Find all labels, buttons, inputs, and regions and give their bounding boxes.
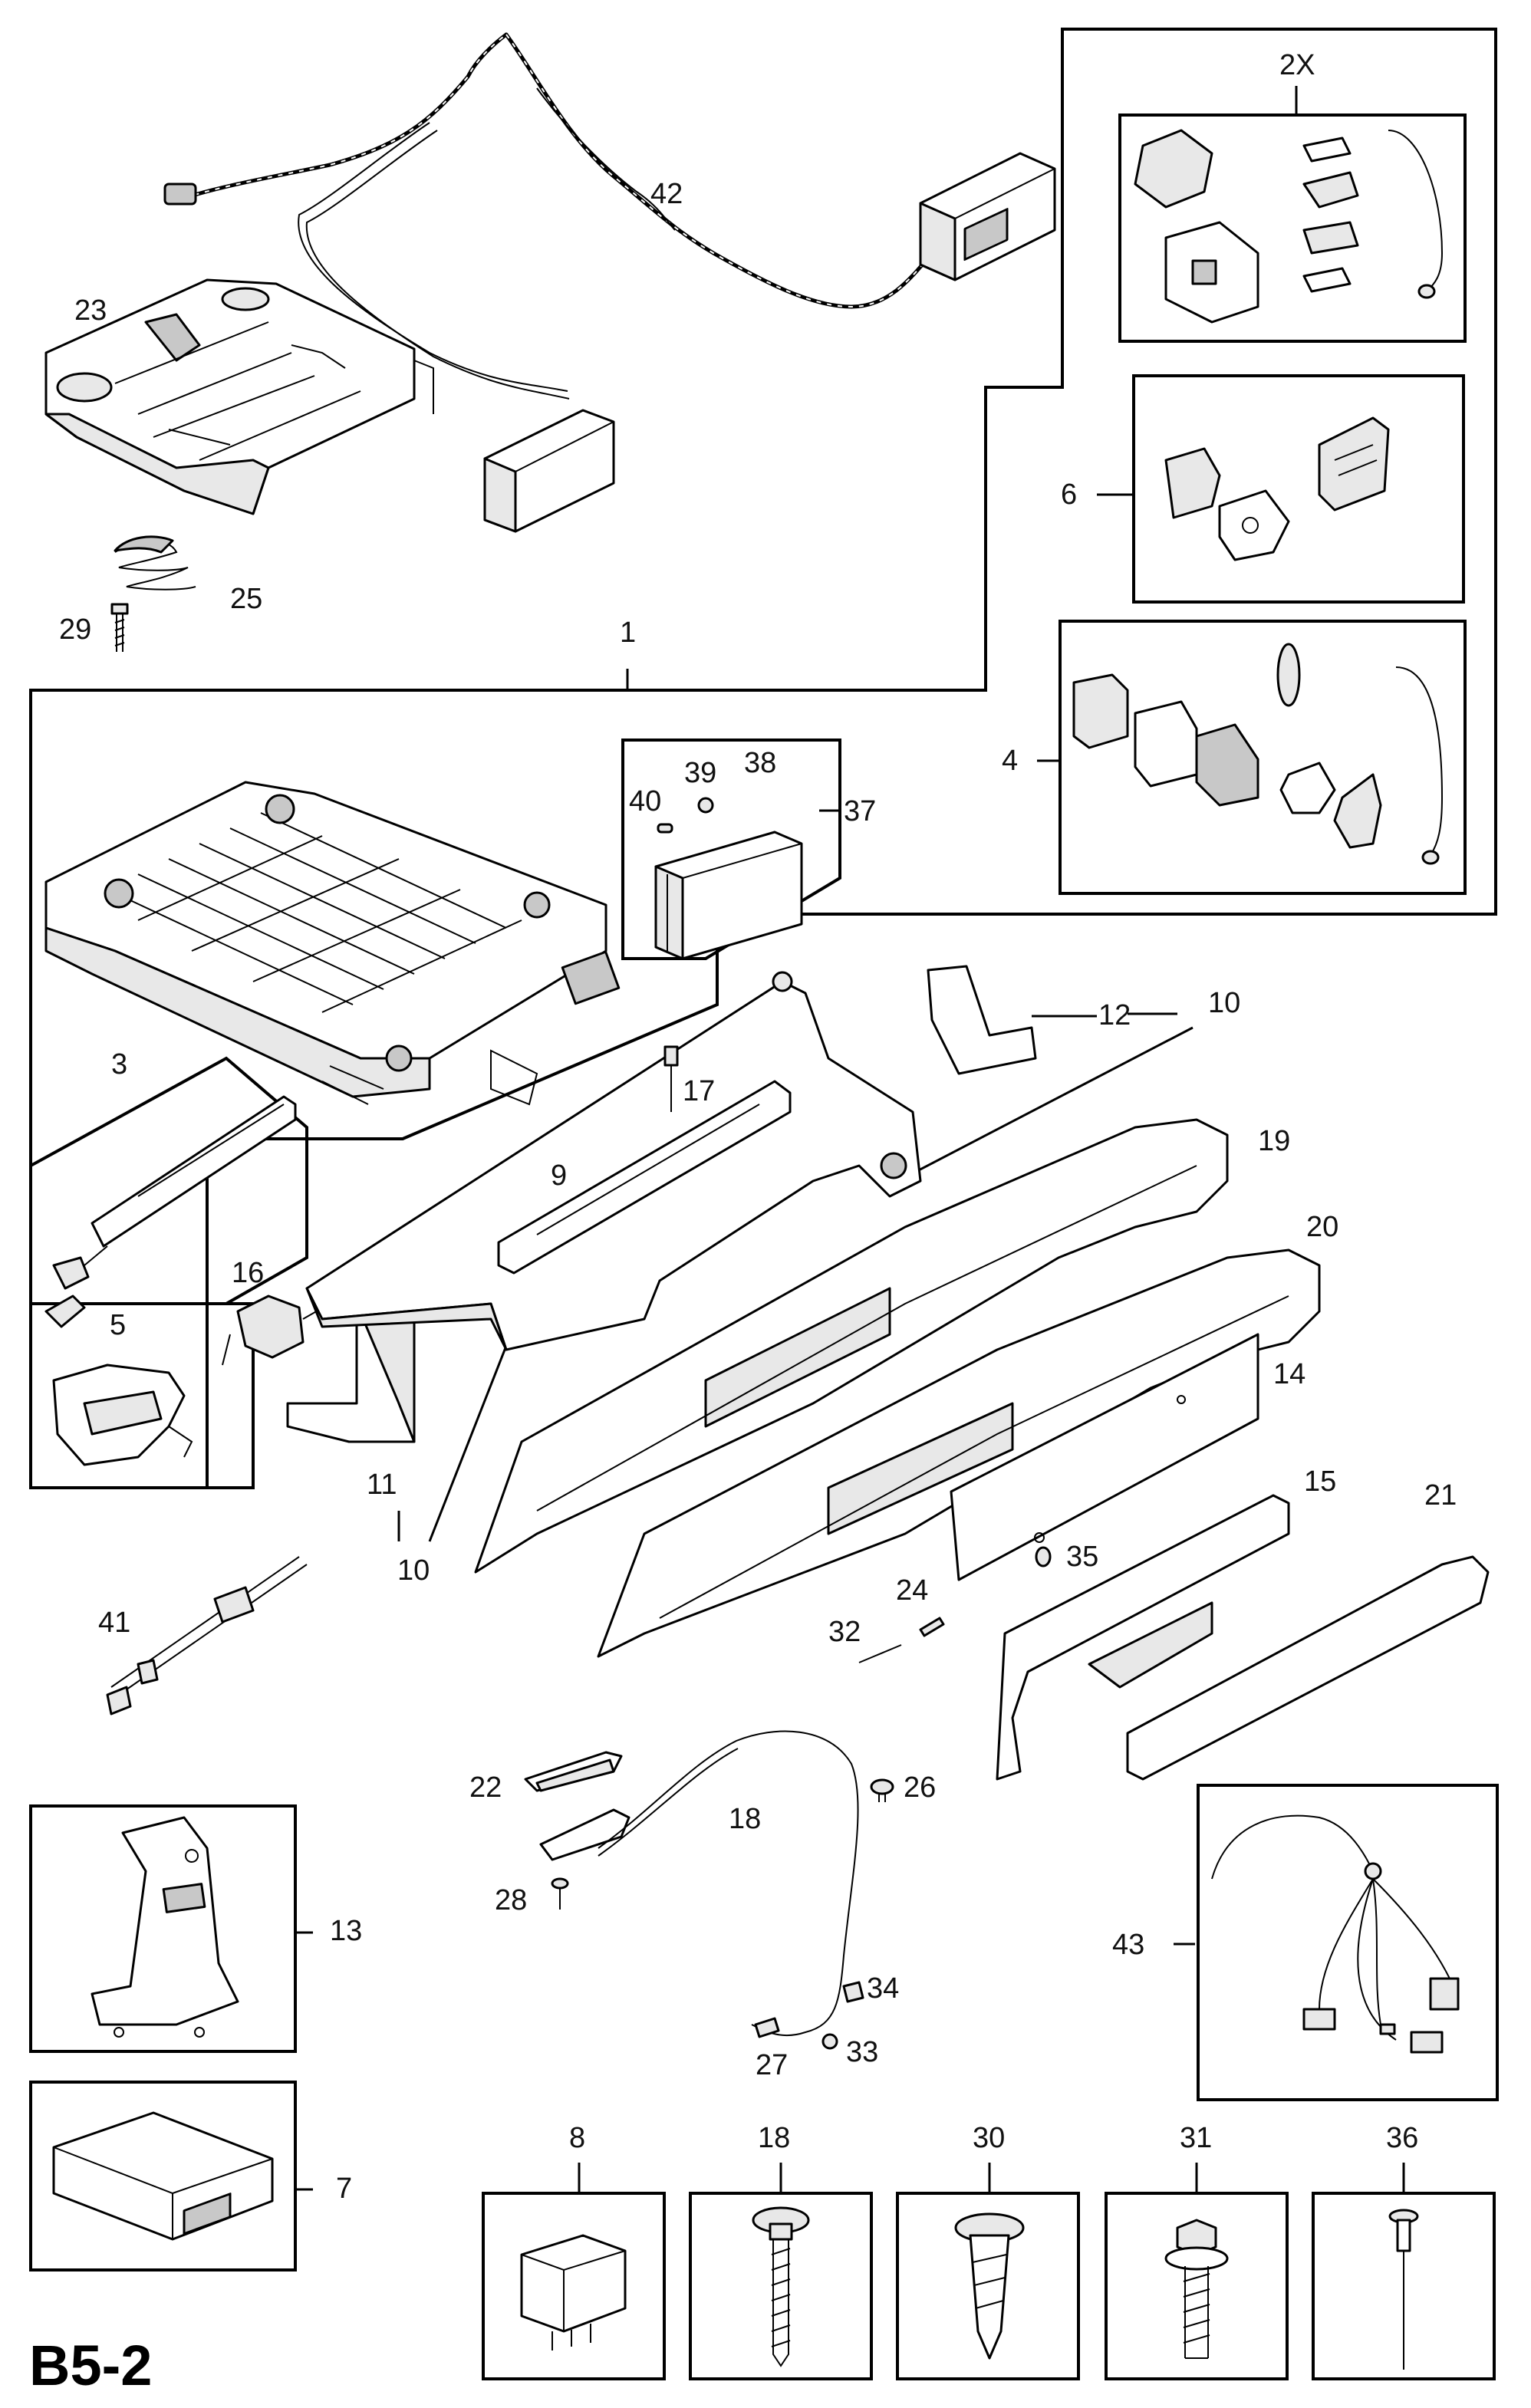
callout-11: 11 — [367, 1469, 397, 1501]
callout-4: 4 — [1002, 745, 1018, 777]
part-6-brackets — [1164, 416, 1390, 561]
part-19-side-cover — [474, 1118, 1229, 1574]
part-20-side-cover — [597, 1248, 1321, 1658]
callout-19: 19 — [1258, 1125, 1290, 1157]
part-17-stud — [663, 1045, 679, 1112]
callout-43: 43 — [1112, 1929, 1144, 1961]
callout-16: 16 — [232, 1257, 264, 1289]
part-25-spring — [114, 535, 196, 590]
part-22-handle — [524, 1751, 623, 1792]
part-43-harness — [1211, 1814, 1460, 2054]
part-27-end — [754, 2017, 780, 2038]
box-2x — [1118, 113, 1467, 343]
callout-21: 21 — [1424, 1479, 1457, 1512]
callout-29: 29 — [59, 614, 91, 646]
callout-3: 3 — [111, 1048, 127, 1081]
callout-39: 39 — [684, 757, 716, 789]
part-29-bolt — [110, 603, 129, 652]
part-30-screw — [954, 2212, 1025, 2360]
callout-13: 13 — [330, 1915, 362, 1947]
callout-17: 17 — [683, 1075, 715, 1107]
part-18-cable — [539, 1730, 859, 2037]
part-8-relay — [520, 2234, 627, 2350]
part-3-rail — [44, 1095, 297, 1328]
callout-14: 14 — [1273, 1358, 1305, 1390]
part-16-bracket — [222, 1294, 331, 1366]
callout-41: 41 — [98, 1607, 130, 1639]
part-24-pin — [919, 1617, 945, 1637]
callout-10a: 10 — [1208, 987, 1240, 1019]
box-4 — [1059, 620, 1467, 895]
box-5 — [29, 1302, 255, 1489]
part-42-wiring-harness — [163, 32, 1056, 533]
box-6 — [1132, 374, 1465, 604]
callout-18b: 18 — [758, 2122, 790, 2154]
callout-31: 31 — [1180, 2122, 1212, 2154]
callout-37: 37 — [844, 795, 876, 827]
part-23-seat-frame — [44, 278, 434, 515]
box-13 — [29, 1804, 297, 2053]
callout-36: 36 — [1386, 2122, 1418, 2154]
part-36-rivet — [1388, 2209, 1419, 2370]
callout-23: 23 — [74, 294, 107, 327]
part-1-seat-mechanism — [44, 781, 621, 1106]
part-35-nut — [1035, 1546, 1052, 1568]
callout-27: 27 — [756, 2049, 788, 2081]
part-2x-clips — [1134, 129, 1444, 324]
part-12-bracket — [927, 965, 1037, 1075]
part-26-clip — [870, 1778, 894, 1802]
callout-28: 28 — [495, 1884, 527, 1916]
callout-7: 7 — [336, 2173, 352, 2205]
callout-6: 6 — [1061, 479, 1077, 511]
callout-32: 32 — [828, 1616, 861, 1648]
part-28-screw — [551, 1877, 569, 1910]
part-21-trim — [1126, 1555, 1490, 1781]
part-9-rail — [497, 1080, 792, 1275]
callout-22: 22 — [469, 1771, 502, 1804]
part-4-assembly — [1072, 643, 1444, 865]
callout-40: 40 — [629, 785, 661, 817]
callout-labels: 2X 42 23 25 29 6 1 4 38 39 40 37 12 10 3… — [59, 49, 1457, 2205]
part-15-bracket — [996, 1494, 1290, 1781]
callout-9: 9 — [551, 1160, 567, 1192]
callout-8: 8 — [569, 2122, 585, 2154]
callout-34: 34 — [867, 1972, 899, 2005]
box-8 — [482, 2192, 666, 2380]
callout-18a: 18 — [729, 1803, 761, 1835]
page-code: B5-2 — [29, 2334, 152, 2397]
callout-33: 33 — [846, 2036, 878, 2068]
callout-25: 25 — [230, 583, 262, 615]
part-5-bracket — [52, 1364, 193, 1466]
callout-1: 1 — [620, 617, 636, 649]
callout-15: 15 — [1304, 1466, 1336, 1498]
box-7 — [29, 2081, 297, 2271]
box-43 — [1197, 1784, 1499, 2101]
callout-42: 42 — [650, 178, 683, 210]
part-7-control-module — [52, 2111, 274, 2241]
box-30 — [896, 2192, 1080, 2380]
part-33-screw — [821, 2033, 838, 2050]
callout-26: 26 — [904, 1771, 936, 1804]
callout-30: 30 — [973, 2122, 1005, 2154]
callout-12: 12 — [1098, 999, 1131, 1031]
callout-20: 20 — [1306, 1211, 1338, 1243]
callout-24: 24 — [896, 1574, 928, 1607]
callout-35: 35 — [1066, 1541, 1098, 1573]
part-10-main-bracket — [305, 971, 922, 1351]
callout-38: 38 — [744, 747, 776, 779]
callout-5: 5 — [110, 1309, 126, 1341]
part-13-bracket — [91, 1816, 239, 2038]
part-14-panel — [950, 1333, 1259, 1581]
part-31-bolt — [1164, 2219, 1229, 2359]
part-34-clip — [842, 1981, 864, 2003]
callout-2x: 2X — [1279, 49, 1315, 81]
part-32-pin — [858, 1644, 902, 1663]
part-18-screw — [752, 2206, 810, 2367]
part-37-module — [654, 797, 803, 960]
part-41-lever — [106, 1556, 308, 1716]
callout-10b: 10 — [397, 1554, 430, 1587]
